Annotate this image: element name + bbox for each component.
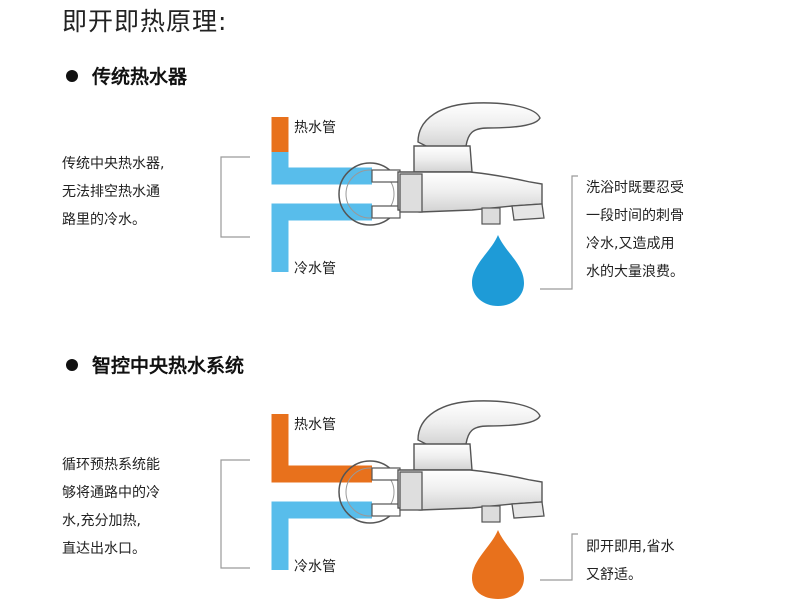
cold-pipe-label: 冷水管	[294, 261, 336, 277]
connector	[371, 205, 401, 219]
bullet-icon	[66, 358, 78, 371]
connector	[371, 169, 401, 183]
valve-inner-circle	[345, 169, 395, 219]
smart-diagram	[220, 400, 578, 599]
cold-pipe	[271, 501, 372, 570]
traditional-diagram	[220, 102, 578, 306]
water-drop-icon	[472, 530, 524, 599]
cold-pipe-label: 冷水管	[294, 559, 336, 575]
left-description: 传统中央热水器, 无法排空热水通 路里的冷水。	[62, 150, 164, 234]
right-bracket	[540, 175, 578, 290]
right-description: 洗浴时既要忍受 一段时间的刺骨 冷水,又造成用 水的大量浪费。	[586, 174, 684, 286]
section-heading-label: 传统热水器	[92, 66, 188, 88]
section-heading-traditional: 传统热水器	[66, 62, 187, 89]
water-drop-icon	[472, 235, 524, 306]
text-line: 水的大量浪费。	[586, 264, 684, 280]
valve-inner-circle	[345, 467, 395, 517]
hot-pipe	[271, 414, 372, 483]
text-line: 洗浴时既要忍受	[586, 180, 684, 196]
text-line: 直达出水口。	[62, 541, 146, 557]
hot-pipe	[271, 117, 372, 185]
hot-water-segment	[271, 117, 289, 152]
text-line: 循环预热系统能	[62, 457, 160, 473]
text-line: 路里的冷水。	[62, 212, 146, 228]
faucet-icon	[397, 102, 545, 225]
text-line: 传统中央热水器,	[62, 156, 165, 172]
connector	[371, 503, 401, 517]
left-bracket	[220, 459, 250, 569]
left-description: 循环预热系统能 够将通路中的冷 水,充分加热, 直达出水口。	[62, 451, 160, 563]
text-line: 冷水,又造成用	[586, 236, 675, 252]
page-title: 即开即热原理:	[62, 7, 228, 36]
hot-pipe-label: 热水管	[294, 120, 336, 136]
faucet-icon	[397, 400, 545, 523]
hot-pipe-label: 热水管	[294, 417, 336, 433]
text-line: 即开即用,省水	[586, 539, 675, 555]
right-bracket	[540, 533, 578, 581]
section-heading-label: 智控中央热水系统	[92, 355, 245, 377]
right-description: 即开即用,省水 又舒适。	[586, 533, 674, 589]
text-line: 又舒适。	[586, 567, 642, 583]
text-line: 无法排空热水通	[62, 184, 160, 200]
cold-pipe	[271, 203, 372, 272]
connector	[371, 467, 401, 481]
text-line: 一段时间的刺骨	[586, 208, 684, 224]
bullet-icon	[66, 69, 78, 82]
text-line: 水,充分加热,	[62, 513, 141, 529]
left-bracket	[220, 156, 250, 238]
section-heading-smart: 智控中央热水系统	[66, 351, 244, 378]
text-line: 够将通路中的冷	[62, 485, 160, 501]
